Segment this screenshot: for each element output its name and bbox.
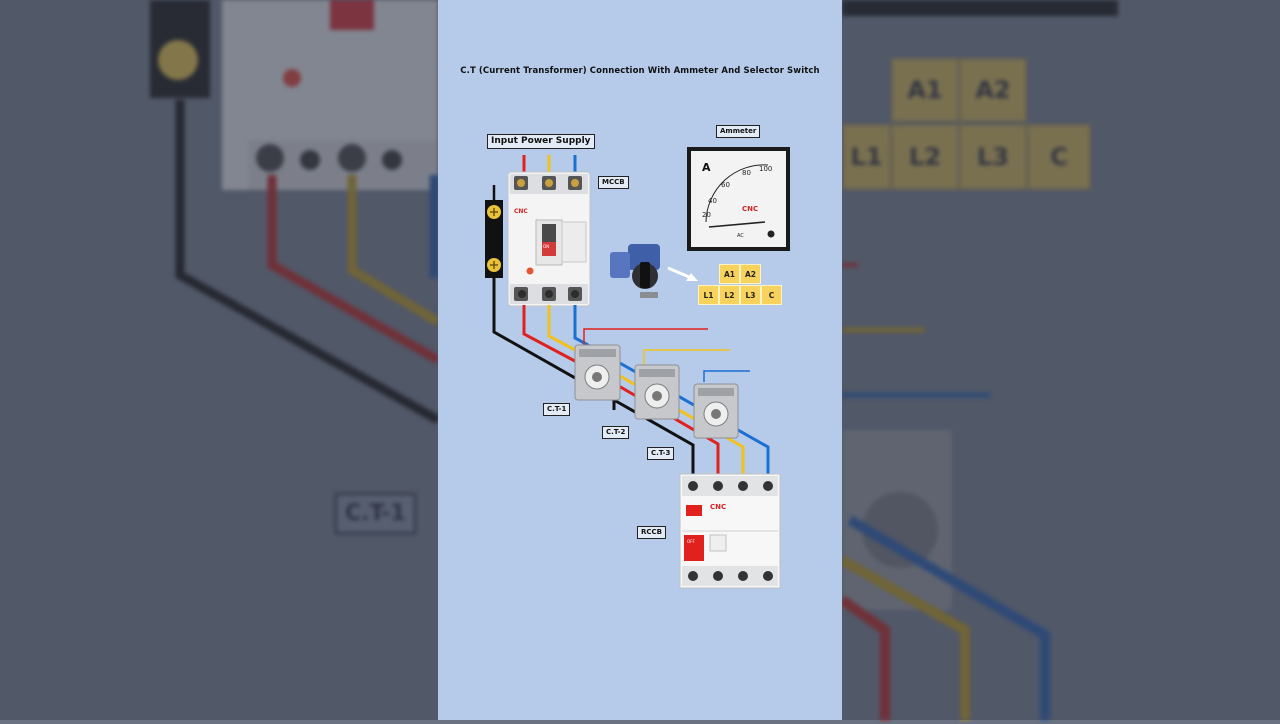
input-power-supply-label: Input Power Supply	[487, 134, 595, 149]
ammeter-scale-40: 40	[708, 197, 717, 205]
selector-cell-l1: L1	[698, 285, 719, 305]
selector-cell-l3: L3	[740, 285, 761, 305]
selector-switch-device	[610, 244, 660, 298]
diagram-panel: C.T (Current Transformer) Connection Wit…	[438, 0, 842, 720]
selector-cell-a1: A1	[719, 264, 740, 284]
rccb-device	[679, 473, 781, 589]
mccb-label: MCCB	[598, 176, 629, 189]
ammeter-scale-100: 100	[759, 165, 773, 173]
ct1-device	[574, 344, 621, 401]
ct3-device	[693, 383, 739, 439]
ct3-label: C.T-3	[647, 447, 675, 460]
selector-cell-c: C	[761, 285, 782, 305]
ammeter-device	[687, 147, 790, 251]
ct2-device	[634, 364, 680, 420]
diagram-title: C.T (Current Transformer) Connection Wit…	[460, 66, 820, 76]
rccb-off-indicator: OFF	[687, 539, 695, 544]
ammeter-unit: A	[702, 161, 711, 174]
ammeter-scale-60: 60	[721, 181, 730, 189]
rccb-brand: CNC	[710, 503, 727, 511]
ammeter-brand: CNC	[742, 205, 759, 213]
mccb-device	[507, 171, 591, 307]
rccb-label: RCCB	[637, 526, 666, 539]
mccb-on-indicator: ON	[543, 244, 550, 249]
selector-cell-l2: L2	[719, 285, 740, 305]
ct2-label: C.T-2	[602, 426, 630, 439]
ammeter-scale-80: 80	[742, 169, 751, 177]
ammeter-scale-20: 20	[702, 211, 711, 219]
neutral-bar	[485, 200, 503, 278]
mccb-brand: CNC	[514, 208, 528, 215]
ct1-label: C.T-1	[543, 403, 571, 416]
ammeter-code: AC	[737, 233, 744, 239]
wiring-diagram	[485, 147, 790, 589]
selector-cell-a2: A2	[740, 264, 761, 284]
ammeter-label: Ammeter	[716, 125, 761, 138]
